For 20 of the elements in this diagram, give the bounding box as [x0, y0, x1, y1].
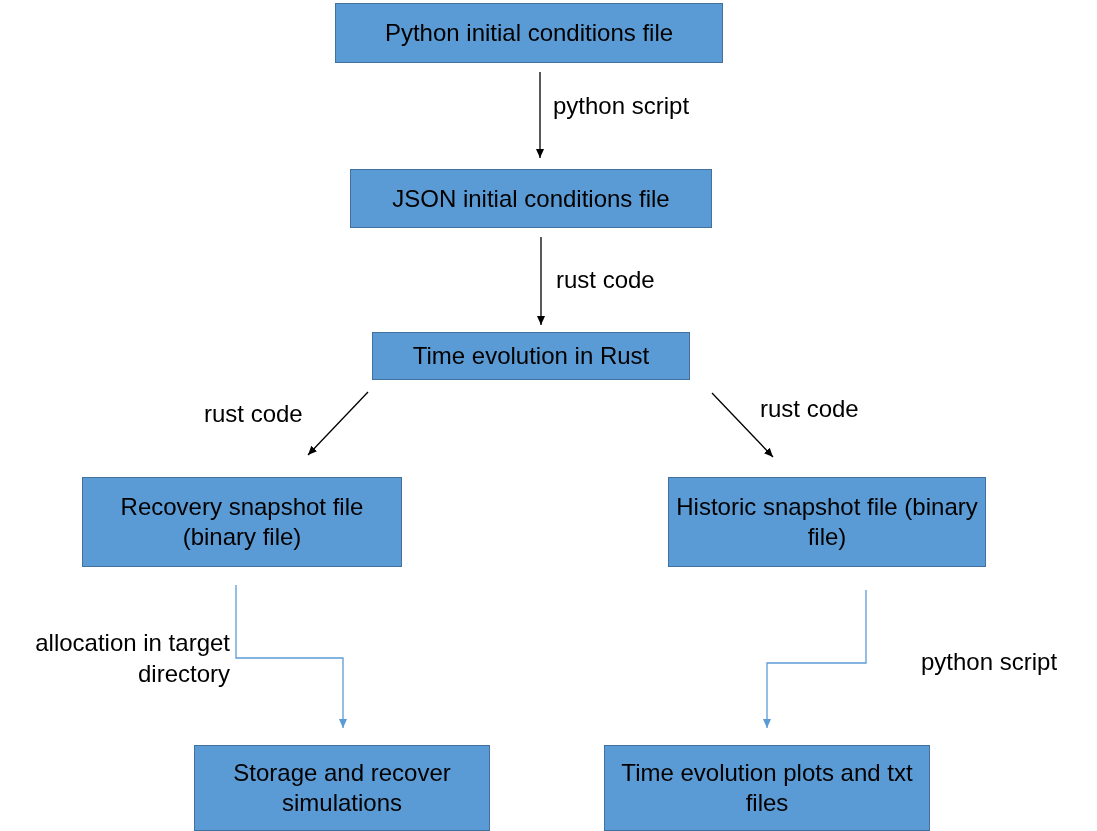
arrow: [307, 391, 369, 456]
process-box: [604, 745, 930, 831]
arrow: [763, 589, 867, 729]
arrow: [536, 71, 544, 159]
box-label: Python initial conditions file: [384, 18, 674, 48]
arrow: [235, 584, 347, 729]
box-label: Recovery snapshot file (binary file): [119, 492, 365, 552]
process-box: [194, 745, 490, 831]
arrow: [711, 392, 774, 458]
process-box: [350, 169, 712, 228]
box-label: Storage and recover simulations: [232, 758, 452, 818]
box-label: JSON initial conditions file: [392, 183, 670, 214]
box-label: Historic snapshot file (binary file): [675, 492, 979, 552]
process-box: [372, 332, 690, 380]
box-label: Time evolution plots and txt files: [620, 758, 914, 818]
process-box: [668, 477, 986, 567]
process-box: [82, 477, 402, 567]
process-box: [335, 3, 723, 63]
arrow: [537, 236, 545, 326]
box-label: Time evolution in Rust: [412, 341, 650, 371]
